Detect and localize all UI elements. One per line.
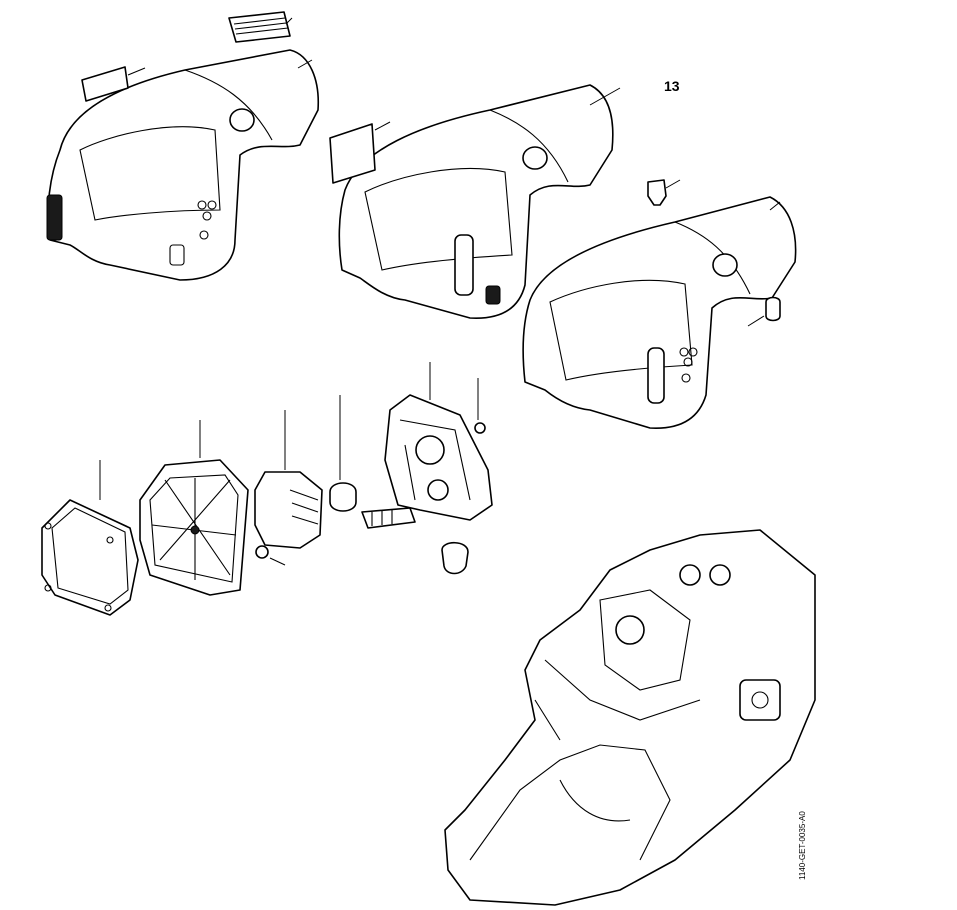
air-filter	[139, 420, 249, 596]
drawing-code: 1140-GET-0035-A0	[798, 811, 807, 880]
shroud-cover-left	[46, 11, 320, 281]
filter-element	[254, 410, 323, 566]
shroud-cover-middle	[329, 84, 621, 319]
callout-number: 13	[664, 78, 680, 94]
grommet-and-choke	[329, 395, 416, 529]
chainsaw-housing	[444, 529, 816, 906]
carburetor-box	[384, 362, 493, 575]
air-filter-cover	[41, 460, 139, 616]
shroud-cover-right	[522, 179, 797, 429]
